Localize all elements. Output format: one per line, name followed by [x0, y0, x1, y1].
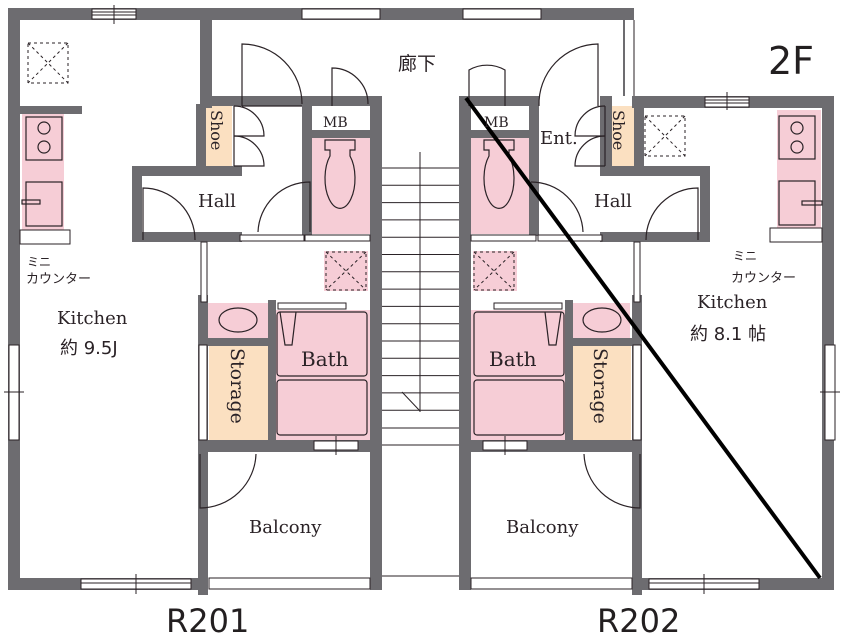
r202-mb-label: MB	[484, 115, 509, 131]
balcony-railing	[208, 577, 371, 590]
r202-bath	[471, 310, 565, 440]
room-fills	[22, 106, 821, 440]
r201-shoe-closet	[206, 106, 232, 166]
r202-bathtub	[473, 379, 565, 436]
door-r201-mb	[331, 67, 369, 106]
r202-toilet-room	[471, 138, 529, 234]
window	[462, 8, 542, 20]
door-r201-balcony	[199, 453, 257, 509]
r202-bath-label: Bath	[489, 347, 537, 371]
door-r202-balcony	[583, 453, 641, 509]
r202-mini-counter	[769, 227, 823, 243]
staircase	[382, 152, 459, 577]
fixtures	[19, 42, 823, 436]
r201-shoe-label: Shoe	[207, 110, 226, 150]
r201-hall-label: Hall	[198, 191, 236, 212]
r202-storage	[571, 345, 631, 440]
r202-storage-label: Storage	[589, 348, 611, 424]
door-r202-hall-right	[645, 187, 699, 241]
r201-kitchen-counter	[22, 114, 64, 230]
window	[198, 344, 208, 441]
door-r201-toilet	[257, 181, 311, 233]
door-r201-entrance	[241, 43, 303, 106]
door-r202-toilet	[530, 181, 584, 233]
r201-storage	[209, 345, 269, 440]
r202-shoe-closet	[608, 106, 634, 166]
sliding-door	[470, 234, 537, 242]
window	[301, 8, 381, 20]
r201-storage-label: Storage	[226, 348, 248, 424]
sliding-door	[633, 241, 641, 303]
r202-balcony-label: Balcony	[506, 517, 579, 538]
r201-balcony-label: Balcony	[249, 517, 322, 538]
r202-kitchen-counter	[777, 110, 821, 228]
ceiling-hatch-icon	[27, 42, 686, 291]
r201-counter-label-1: ミニ	[27, 255, 51, 269]
r202-entrance-label: Ent.	[540, 128, 578, 149]
r201-toilet-icon	[324, 139, 356, 209]
r201-basin-icon	[218, 307, 258, 333]
r201-bathtub	[276, 379, 368, 436]
r201-counter-label-2: カウンター	[26, 272, 91, 287]
r202-kitchen-label: Kitchen	[697, 292, 768, 313]
door-r201-shoe	[233, 105, 265, 137]
corridor-label: 廊下	[398, 53, 436, 75]
r202-kitchen-size: 約 8.1 帖	[690, 324, 766, 345]
r202-hall-label: Hall	[594, 191, 632, 212]
r201-kitchen-label: Kitchen	[57, 308, 128, 329]
r201-kitchen-size: 約 9.5J	[60, 338, 118, 359]
stair-arrow-icon	[401, 391, 421, 412]
r201-bath	[276, 310, 370, 440]
sliding-door	[239, 234, 305, 242]
window	[632, 344, 642, 441]
r201-toilet-room	[312, 138, 370, 234]
floor-label: 2F	[768, 39, 814, 83]
r201-unit-label: R201	[166, 602, 249, 640]
balcony-railing	[470, 577, 633, 590]
r202-basin-icon	[582, 307, 622, 333]
r201-mb-label: MB	[323, 115, 348, 131]
door-r201-hall-left	[142, 187, 196, 241]
r202-counter-label-1: ミニ	[733, 249, 757, 263]
r202-unit-label: R202	[597, 602, 680, 640]
r202-counter-label-2: カウンター	[731, 271, 796, 286]
doors	[142, 43, 699, 509]
r201-bath-label: Bath	[301, 347, 349, 371]
r201-mini-counter	[19, 229, 71, 245]
sliding-door	[200, 241, 208, 303]
door-r202-shoe	[574, 105, 606, 137]
annotation-diagonal-line	[464, 96, 822, 580]
door-r202-entrance	[538, 43, 599, 107]
door-r202-mb	[468, 64, 506, 106]
r202-shoe-label: Shoe	[609, 110, 628, 150]
labels: 2F 廊下 Shoe MB Hall ミニ カウンター Kitchen 約 9.…	[26, 39, 814, 640]
sliding-door	[304, 234, 371, 242]
